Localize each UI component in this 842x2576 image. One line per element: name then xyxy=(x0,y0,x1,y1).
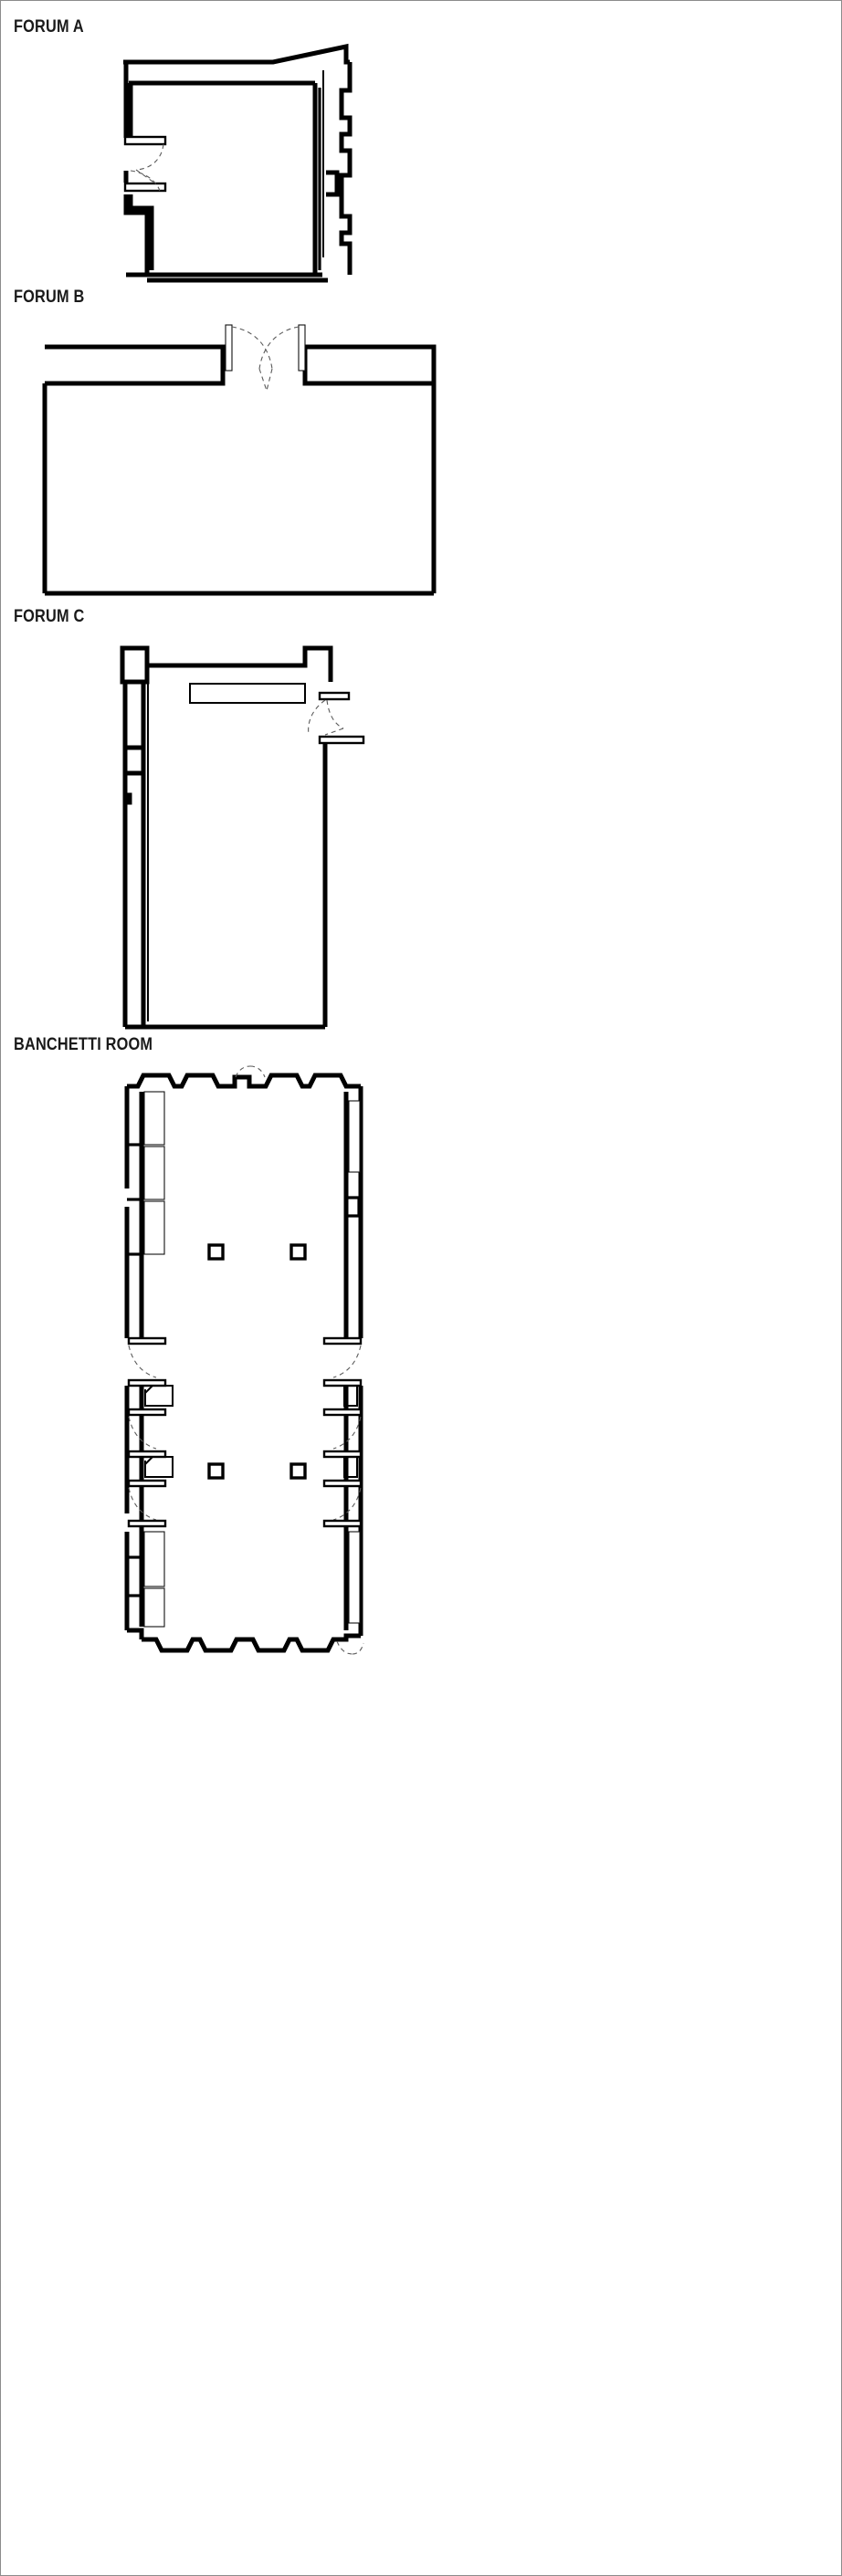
plan-block-forum-b: FORUM B xyxy=(1,279,841,603)
forum-a-door-panel-south xyxy=(123,182,167,193)
plan-block-banchetti-room: BANCHETTI ROOM xyxy=(1,1028,841,2575)
banchetti-west-south-corner xyxy=(127,1628,144,1639)
banchetti-east-panel-1 xyxy=(348,1100,361,1173)
banchetti-column-2 xyxy=(289,1243,307,1261)
banchetti-west-panel-5 xyxy=(143,1587,165,1628)
banchetti-east-door-swing-3 xyxy=(332,1487,362,1521)
banchetti-east-door-panel-2 xyxy=(322,1378,363,1387)
forum-a-outer-east-wall xyxy=(339,62,353,275)
forum-a-door-panel-north xyxy=(123,135,167,146)
banchetti-west-door-panel-6 xyxy=(127,1519,167,1528)
forum-c-door-swing-lower xyxy=(308,699,326,736)
banchetti-west-door-panel-2 xyxy=(127,1378,167,1387)
plan-block-forum-a: FORUM A xyxy=(1,1,841,284)
forum-b-svg xyxy=(42,324,437,596)
forum-a-west-wall-lower-inner xyxy=(128,194,154,270)
plan-drawing-forum-c xyxy=(115,640,382,1032)
forum-a-svg xyxy=(123,43,353,283)
banchetti-west-panel-1 xyxy=(143,1091,165,1146)
forum-a-door-swing-south xyxy=(130,170,161,192)
plan-label-forum-b: FORUM B xyxy=(14,288,85,307)
banchetti-east-door-swing-1 xyxy=(332,1345,362,1378)
banchetti-east-door-swing-2 xyxy=(332,1416,362,1450)
banchetti-west-door-panel-1 xyxy=(127,1336,167,1346)
banchetti-west-door-swing-1 xyxy=(128,1345,157,1378)
banchetti-east-niche xyxy=(348,1196,361,1218)
forum-c-west-niche xyxy=(125,745,146,776)
forum-c-service-counter xyxy=(189,683,306,704)
banchetti-south-wall xyxy=(142,1633,361,1653)
forum-b-door-leaf-left xyxy=(266,368,273,392)
forum-c-north-wall xyxy=(144,645,333,682)
banchetti-column-1 xyxy=(207,1243,225,1261)
banchetti-north-wall xyxy=(127,1073,361,1089)
banchetti-east-door-panel-1 xyxy=(322,1336,363,1346)
forum-c-svg xyxy=(120,645,365,1030)
banchetti-east-leaf-box-1 xyxy=(343,1385,358,1407)
banchetti-east-door-panel-5 xyxy=(322,1479,363,1488)
banchetti-west-door-swing-2 xyxy=(128,1416,157,1450)
forum-b-door-leaf-right xyxy=(258,368,268,392)
forum-b-north-wall-east xyxy=(302,344,437,386)
forum-c-door-leaf-upper xyxy=(324,728,344,736)
banchetti-south-door-swing-right xyxy=(352,1642,364,1655)
banchetti-east-panel-2 xyxy=(348,1531,361,1624)
banchetti-east-door-panel-6 xyxy=(322,1519,363,1528)
banchetti-west-door-panel-5 xyxy=(127,1479,167,1488)
banchetti-west-panel-3 xyxy=(143,1200,165,1255)
banchetti-column-4 xyxy=(289,1462,307,1480)
plan-label-banchetti-room: BANCHETTI ROOM xyxy=(14,1035,153,1054)
plan-label-forum-a: FORUM A xyxy=(14,17,84,37)
plan-drawing-forum-b xyxy=(42,318,437,601)
forum-b-door-jamb-left xyxy=(225,324,233,372)
banchetti-west-leaf-box-1 xyxy=(144,1385,174,1407)
forum-a-door-swing-north xyxy=(135,143,164,171)
forum-c-door-swing-upper xyxy=(326,699,344,729)
forum-c-north-west-block xyxy=(120,645,150,685)
plan-block-forum-c: FORUM C xyxy=(1,599,841,1037)
banchetti-west-door-swing-3 xyxy=(128,1487,157,1521)
forum-c-door-panel-upper xyxy=(318,691,351,701)
forum-b-north-wall-west xyxy=(45,344,226,386)
plan-drawing-banchetti-room xyxy=(101,1064,386,1658)
forum-a-west-wall-lower xyxy=(123,194,150,275)
plan-label-forum-c: FORUM C xyxy=(14,607,85,626)
banchetti-west-leaf-box-2 xyxy=(144,1456,174,1478)
banchetti-west-door-panel-3 xyxy=(127,1408,167,1417)
forum-a-outer-north-wall xyxy=(123,43,350,65)
banchetti-south-door-swing-left xyxy=(336,1640,353,1655)
forum-b-door-jamb-right xyxy=(298,324,306,372)
banchetti-west-panel-2 xyxy=(143,1146,165,1200)
banchetti-column-3 xyxy=(207,1462,225,1480)
forum-a-east-niche xyxy=(326,170,340,197)
forum-b-door-swing-right xyxy=(258,326,300,370)
forum-c-west-notch xyxy=(125,792,132,805)
banchetti-east-door-panel-3 xyxy=(322,1408,363,1417)
banchetti-west-door-panel-4 xyxy=(127,1450,167,1459)
banchetti-room-svg xyxy=(124,1065,364,1655)
banchetti-north-door-swing-left xyxy=(235,1065,251,1078)
banchetti-east-leaf-box-2 xyxy=(343,1456,358,1478)
banchetti-west-panel-4 xyxy=(143,1531,165,1587)
forum-b-door-swing-left xyxy=(231,326,273,370)
forum-c-door-panel-lower xyxy=(318,735,365,745)
plan-drawing-forum-a xyxy=(111,34,384,284)
banchetti-east-door-panel-4 xyxy=(322,1450,363,1459)
banchetti-north-door-swing-right xyxy=(249,1065,266,1078)
